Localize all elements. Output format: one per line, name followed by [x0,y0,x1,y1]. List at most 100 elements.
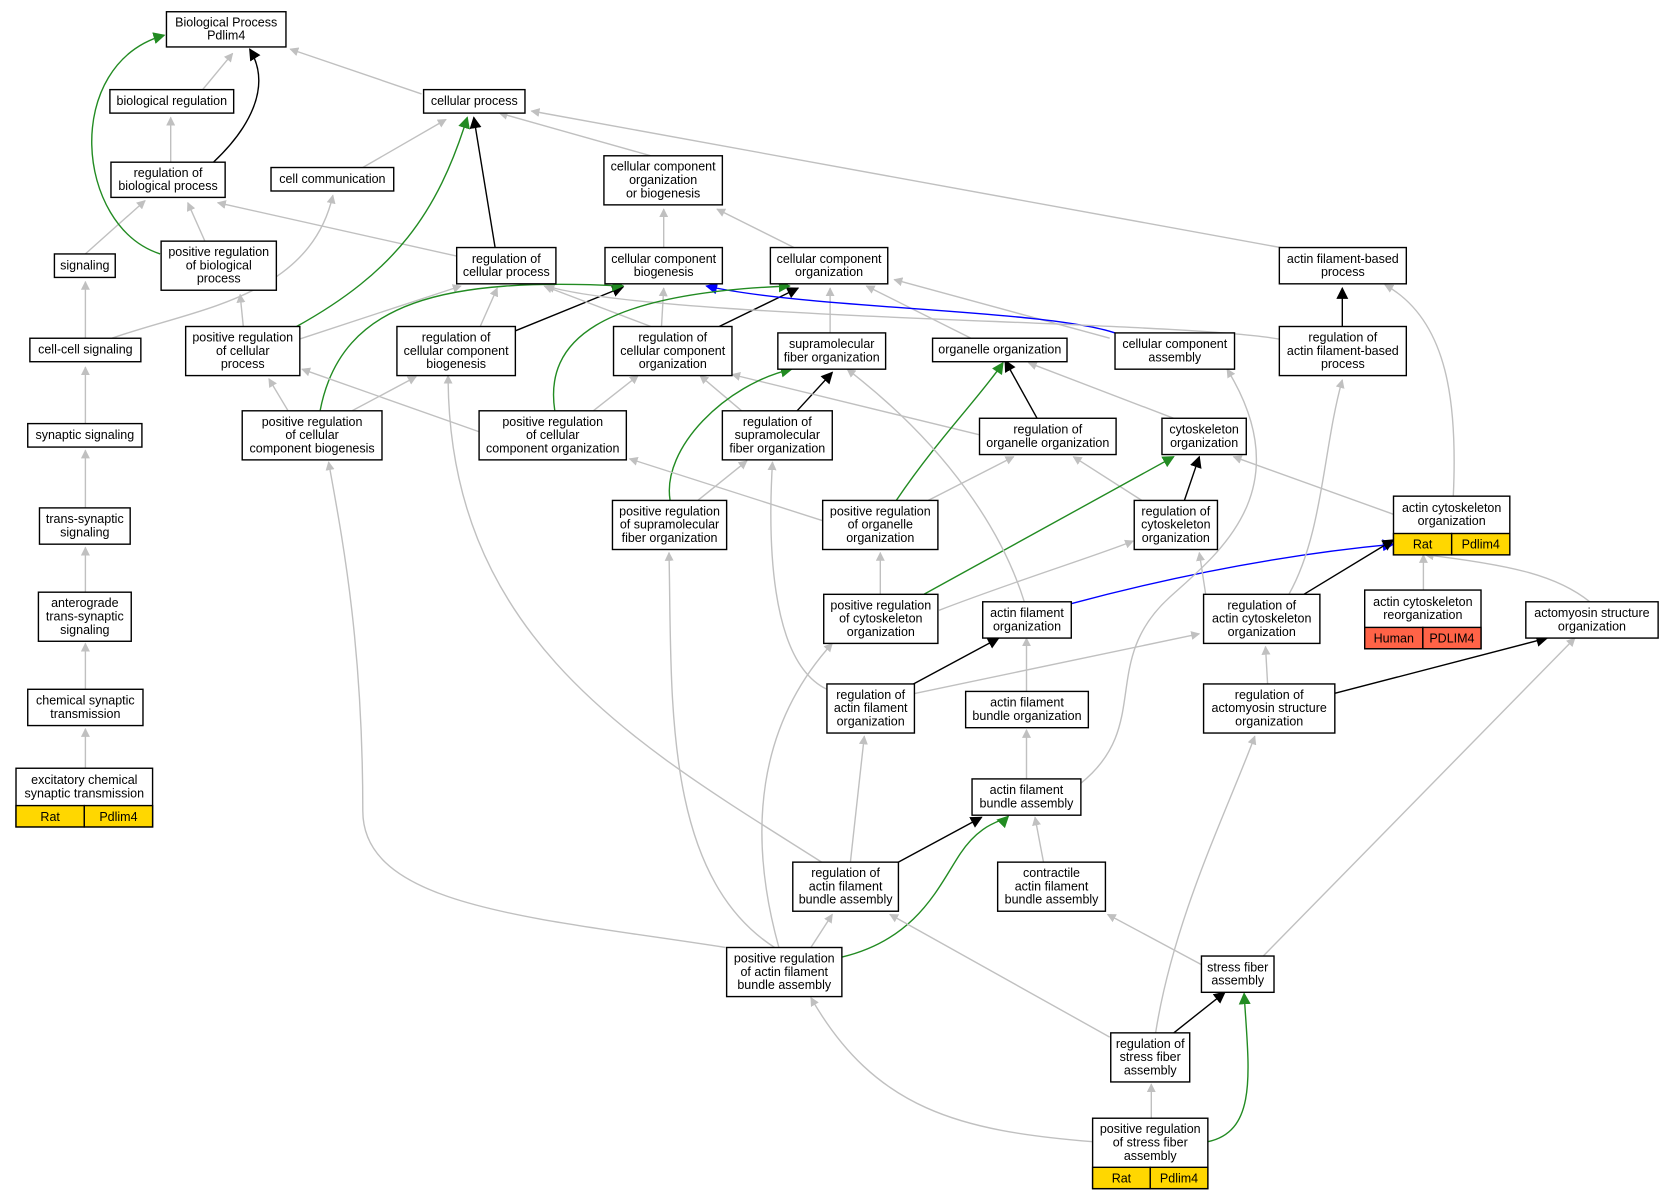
edge-is_a [658,287,668,327]
svg-text:Rat: Rat [1413,538,1433,552]
edge-is_a [530,108,1281,249]
go-term-node-cellcomm[interactable]: cell communication [270,166,395,192]
node-label-line: cell-cell signaling [38,343,133,357]
species-badge: Rat [15,804,85,828]
edge-positively_regulates [91,32,166,255]
svg-text:Rat: Rat [40,810,60,824]
svg-text:Pdlim4: Pdlim4 [1462,538,1500,552]
node-label-line: organization [1228,625,1296,639]
go-term-node-cellcell[interactable]: cell-cell signaling [29,337,142,363]
go-term-node-synsig[interactable]: synaptic signaling [27,422,143,448]
edge-positively_regulates [923,456,1175,595]
node-label-line: regulation of [1116,1037,1185,1051]
node-label-line: assembly [1124,1063,1178,1077]
node-label-line: actin filament [990,606,1064,620]
node-label-line: process [221,357,265,371]
node-label-line: component biogenesis [250,441,375,455]
node-label-line: of cellular [526,428,580,442]
node-label-line: cellular component [611,160,716,174]
edge-is_a [592,375,639,412]
node-label-line: fiber organization [729,441,825,455]
species-badge: Rat [1091,1166,1151,1190]
node-label-line: biogenesis [634,265,694,279]
edge-positively_regulates [1207,992,1251,1143]
node-label-line: synaptic transmission [25,786,145,800]
edge-is_a [731,372,982,436]
go-term-node-signaling[interactable]: signaling [53,253,116,279]
node-label-line: positive regulation [619,504,720,518]
node-label-line: positive regulation [734,951,835,965]
edge-is_a [325,461,726,949]
node-label-line: trans-synaptic [46,512,124,526]
node-label-line: cellular component [1122,337,1227,351]
node-label-line: organization [846,531,914,545]
node-label-line: actin cytoskeleton [1373,595,1472,609]
edge-is_a [1384,284,1455,497]
edge-positively_regulates [841,815,1010,958]
node-label-line: positive regulation [830,504,931,518]
svg-text:Pdlim4: Pdlim4 [99,810,137,824]
svg-text:Pdlim4: Pdlim4 [1160,1171,1198,1185]
go-term-node-cellproc[interactable]: cellular process [422,88,526,114]
node-label-line: synaptic signaling [35,428,134,442]
node-label-line: assembly [1124,1149,1178,1163]
edge-is_a [927,456,1015,502]
go-term-node-orgorg[interactable]: organelle organization [931,337,1068,363]
edge-is_a [810,996,1093,1143]
node-label-line: actin filament [990,696,1064,710]
node-label-line: Biological Process [175,15,277,29]
edge-is_a [268,378,289,412]
edge-is_a [889,913,1111,1038]
edge-is_a [479,287,499,327]
node-label-line: organization [847,625,915,639]
node-label-line: actomyosin structure [1212,701,1327,715]
edge-is_a [865,285,972,339]
go-term-node-bioreg[interactable]: biological regulation [109,88,235,114]
edge-is_a [498,110,652,157]
node-label-line: of biological [186,258,252,272]
